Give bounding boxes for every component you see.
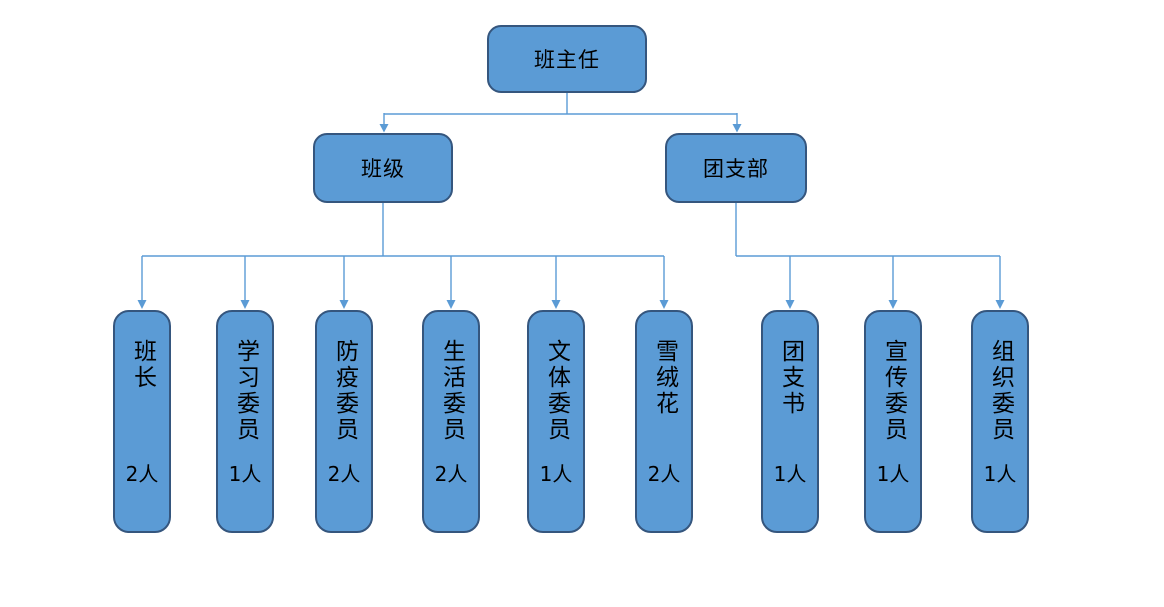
node-league-secretary-label: 团支书	[777, 339, 804, 417]
node-life-committee-count: 2人	[434, 462, 468, 486]
node-life-committee-label: 生活委员	[438, 339, 465, 443]
node-culture-sports-committee: 文体委员 1人	[527, 310, 585, 533]
node-edelweiss-label: 雪绒花	[651, 339, 678, 417]
node-publicity-committee-label: 宣传委员	[880, 339, 907, 443]
arrowhead-7	[785, 300, 795, 309]
node-class: 班级	[313, 133, 453, 203]
node-league-branch-label: 团支部	[703, 157, 769, 181]
arrowhead-3	[339, 300, 349, 309]
arrowhead-league	[732, 124, 742, 133]
node-epidemic-prevention-committee: 防疫委员 2人	[315, 310, 373, 533]
node-class-teacher-label: 班主任	[534, 48, 600, 72]
node-publicity-committee-count: 1人	[876, 462, 910, 486]
node-edelweiss-count: 2人	[647, 462, 681, 486]
node-study-committee-label: 学习委员	[232, 339, 259, 443]
node-edelweiss: 雪绒花 2人	[635, 310, 693, 533]
node-class-teacher: 班主任	[487, 25, 647, 93]
node-organization-committee-label: 组织委员	[987, 339, 1014, 443]
arrowhead-2	[240, 300, 250, 309]
node-monitor: 班长 2人	[113, 310, 171, 533]
node-monitor-label: 班长	[129, 339, 156, 391]
node-organization-committee-count: 1人	[983, 462, 1017, 486]
node-league-secretary: 团支书 1人	[761, 310, 819, 533]
node-monitor-count: 2人	[125, 462, 159, 486]
node-epidemic-prevention-committee-count: 2人	[327, 462, 361, 486]
node-life-committee: 生活委员 2人	[422, 310, 480, 533]
node-league-branch: 团支部	[665, 133, 807, 203]
arrowhead-4	[446, 300, 456, 309]
node-publicity-committee: 宣传委员 1人	[864, 310, 922, 533]
arrowhead-1	[137, 300, 147, 309]
arrowhead-6	[659, 300, 669, 309]
arrowhead-class	[379, 124, 389, 133]
arrowhead-8	[888, 300, 898, 309]
node-class-label: 班级	[361, 157, 405, 181]
arrowhead-5	[551, 300, 561, 309]
node-epidemic-prevention-committee-label: 防疫委员	[331, 339, 358, 443]
arrowhead-9	[995, 300, 1005, 309]
node-culture-sports-committee-label: 文体委员	[543, 339, 570, 443]
node-culture-sports-committee-count: 1人	[539, 462, 573, 486]
node-study-committee-count: 1人	[228, 462, 262, 486]
node-study-committee: 学习委员 1人	[216, 310, 274, 533]
node-league-secretary-count: 1人	[773, 462, 807, 486]
node-organization-committee: 组织委员 1人	[971, 310, 1029, 533]
